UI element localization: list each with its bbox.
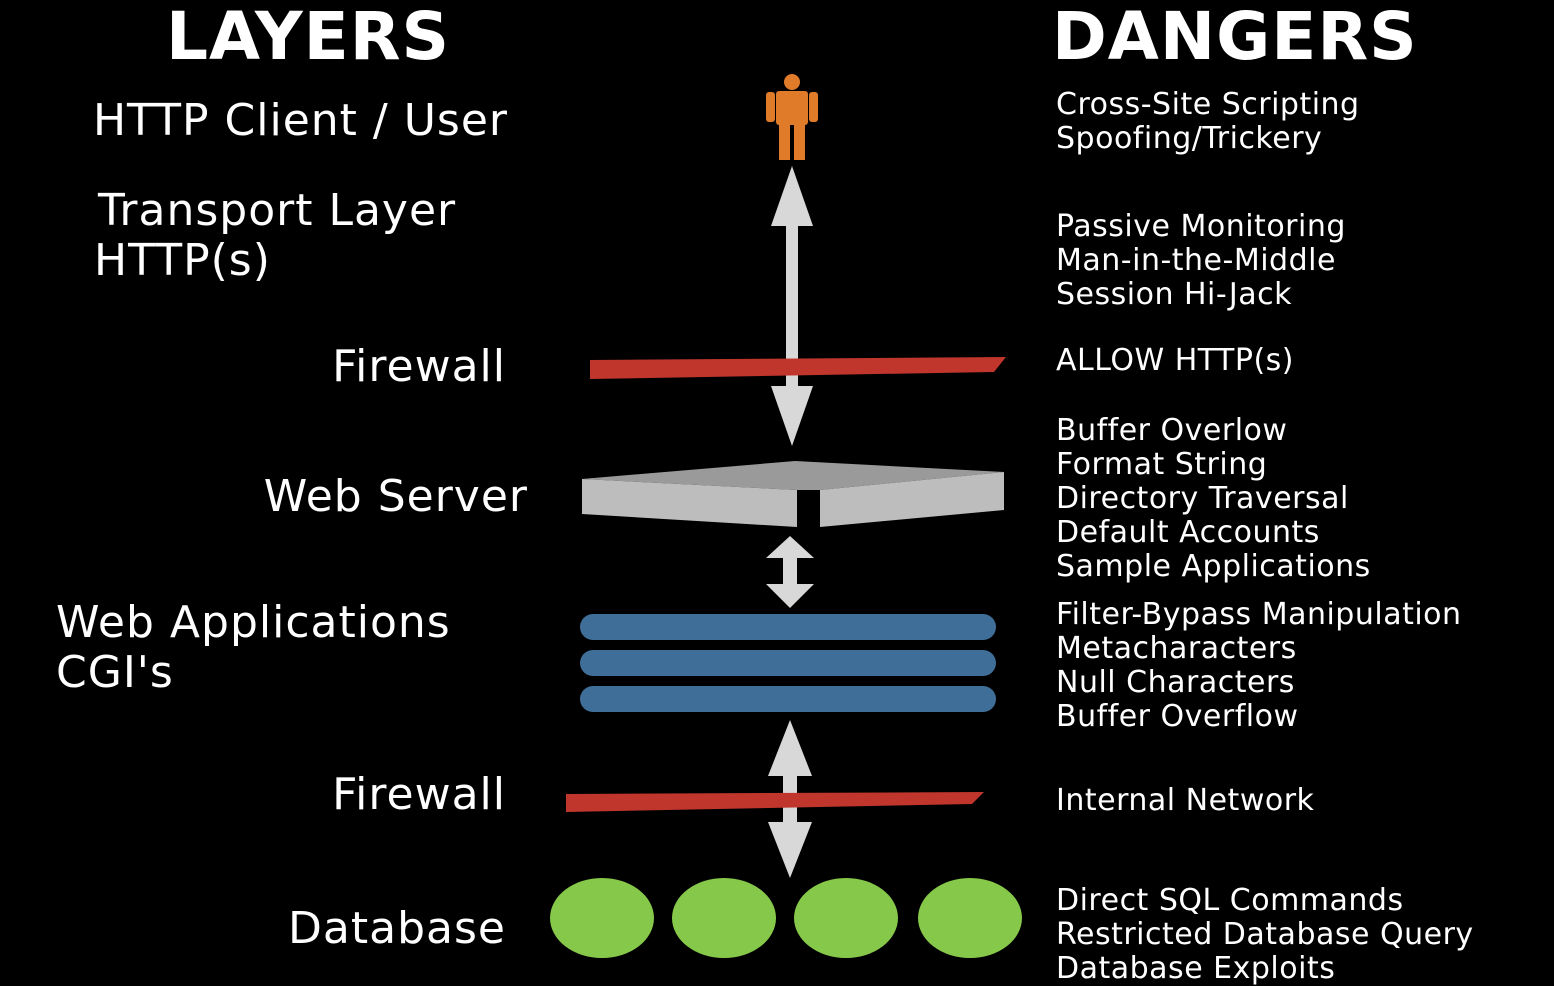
server-apps-double-arrow — [766, 536, 814, 608]
dangers-client: Cross-Site Scripting Spoofing/Trickery — [1056, 88, 1360, 156]
server-box — [582, 461, 1004, 527]
layer-database: Database — [288, 904, 506, 954]
database-disks — [550, 878, 1022, 958]
layer-firewall-2: Firewall — [332, 770, 506, 820]
layer-web-applications: Web Applications CGI's — [56, 598, 451, 698]
database-disk-1 — [550, 878, 654, 958]
danger-item: Passive Monitoring — [1056, 209, 1346, 244]
danger-item: Sample Applications — [1056, 549, 1371, 584]
danger-item: Restricted Database Query — [1056, 917, 1474, 952]
layer-web-server: Web Server — [264, 472, 528, 522]
dangers-web-applications: Filter-Bypass Manipulation Metacharacter… — [1056, 598, 1462, 734]
danger-item: Buffer Overlow — [1056, 413, 1288, 448]
layer-firewall-1: Firewall — [332, 342, 506, 392]
danger-item: Session Hi-Jack — [1056, 277, 1292, 312]
person-icon — [766, 74, 818, 160]
database-disk-2 — [672, 878, 776, 958]
danger-item: Buffer Overflow — [1056, 699, 1299, 734]
danger-item: Internal Network — [1056, 783, 1315, 818]
layer-web-server-line-1: Web Server — [263, 471, 528, 522]
layer-firewall-2-line-1: Firewall — [332, 769, 506, 820]
layers-heading: LAYERS — [166, 0, 451, 75]
firewall-bar-2 — [566, 792, 984, 812]
layer-web-applications-line-2: CGI's — [56, 647, 174, 698]
danger-item: Null Characters — [1056, 665, 1295, 700]
danger-item: Format String — [1056, 447, 1268, 482]
layer-http-client-line-1: HTTP Client / User — [92, 95, 508, 146]
danger-item: Spoofing/Trickery — [1056, 121, 1323, 156]
layer-transport-line-2: HTTP(s) — [94, 235, 271, 286]
layer-transport: Transport Layer HTTP(s) — [94, 186, 456, 286]
dangers-firewall-2: Internal Network — [1056, 784, 1314, 818]
firewall-bar-1 — [590, 357, 1006, 379]
danger-item: Filter-Bypass Manipulation — [1056, 597, 1462, 632]
layer-firewall-1-line-1: Firewall — [332, 341, 506, 392]
danger-item: Directory Traversal — [1056, 481, 1349, 516]
dangers-firewall-1: ALLOW HTTP(s) — [1056, 344, 1294, 378]
danger-item: ALLOW HTTP(s) — [1056, 343, 1295, 378]
danger-item: Direct SQL Commands — [1056, 883, 1404, 918]
dangers-web-server: Buffer Overlow Format String Directory T… — [1056, 414, 1371, 584]
dangers-heading: DANGERS — [1052, 0, 1418, 75]
dangers-database: Direct SQL Commands Restricted Database … — [1056, 884, 1474, 986]
database-disk-3 — [794, 878, 898, 958]
danger-item: Default Accounts — [1056, 515, 1320, 550]
layer-http-client: HTTP Client / User — [93, 96, 508, 146]
layer-transport-line-1: Transport Layer — [98, 185, 457, 236]
danger-item: Cross-Site Scripting — [1056, 87, 1360, 122]
layer-web-applications-line-1: Web Applications — [56, 597, 451, 648]
transport-double-arrow — [771, 166, 813, 446]
danger-item: Metacharacters — [1056, 631, 1297, 666]
database-disk-4 — [918, 878, 1022, 958]
dangers-transport: Passive Monitoring Man-in-the-Middle Ses… — [1056, 210, 1346, 312]
layer-database-line-1: Database — [288, 903, 506, 954]
danger-item: Database Exploits — [1056, 951, 1336, 986]
danger-item: Man-in-the-Middle — [1056, 243, 1336, 278]
application-stack — [580, 614, 996, 712]
